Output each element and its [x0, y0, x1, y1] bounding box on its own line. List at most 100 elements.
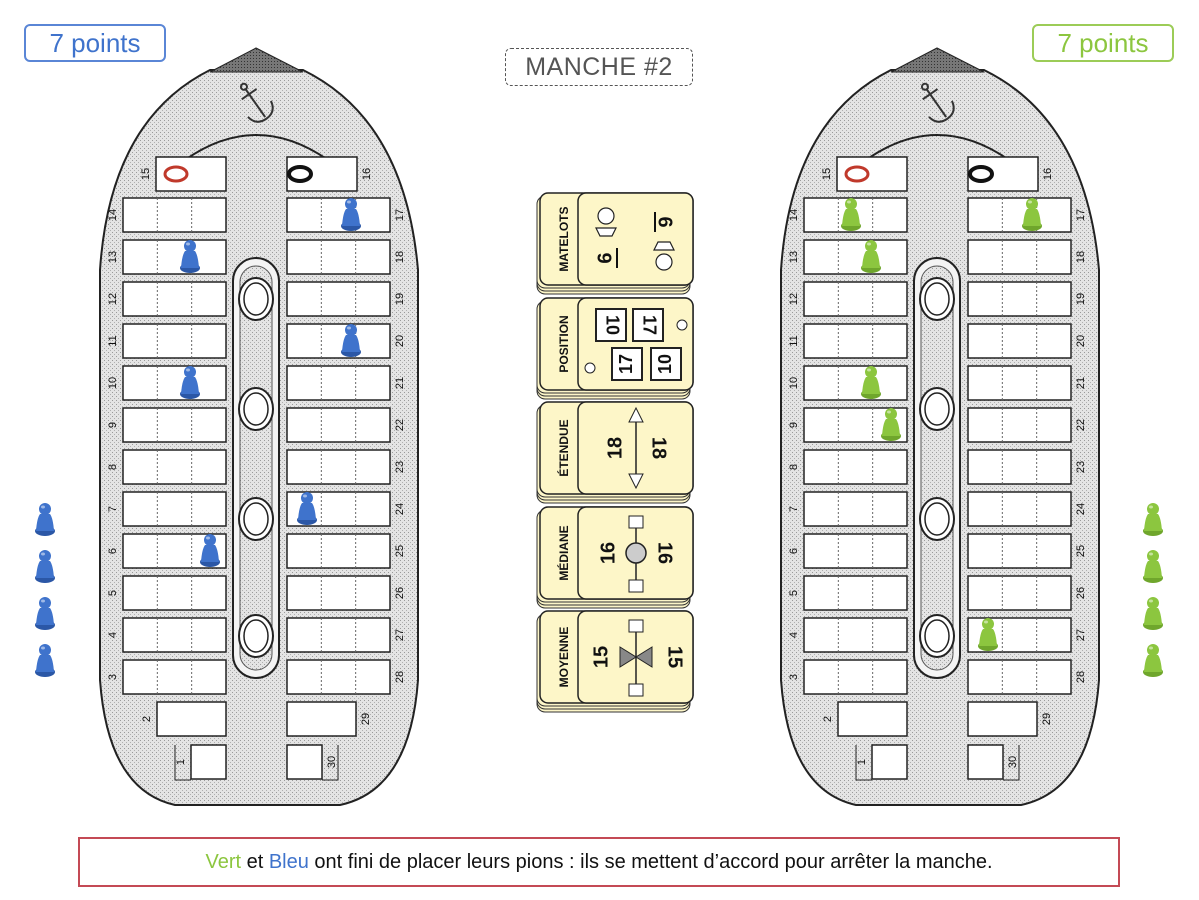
sailor-icon	[653, 241, 675, 271]
green-pawn-cabin-10	[861, 366, 881, 399]
anchor-stock	[922, 88, 939, 101]
anchor-icon	[239, 82, 274, 123]
arrow-head-up	[628, 406, 644, 423]
green-cabin-23: 23	[967, 449, 1087, 485]
pawn-body	[342, 209, 360, 226]
cabin-box	[190, 744, 227, 780]
cabin-box	[286, 365, 391, 401]
cabin-box	[122, 617, 227, 653]
green-cabin-17: 17	[967, 197, 1087, 233]
blue-pawn-cabin-6	[200, 534, 220, 567]
green-cabin-18: 18	[967, 239, 1087, 275]
pawn-shine	[347, 326, 351, 330]
green-stair-right	[1003, 745, 1020, 781]
pawn-head	[1147, 550, 1159, 562]
cabin-box	[122, 575, 227, 611]
cabin-number: 8	[107, 464, 119, 470]
pawn-body	[862, 251, 880, 268]
green-reserve-pawn	[1143, 550, 1163, 583]
green-cabin-4: 4	[788, 617, 908, 653]
cabin-number: 17	[394, 209, 406, 221]
cabin-number: 28	[394, 671, 406, 683]
cabin-box	[967, 407, 1072, 443]
cabin-box	[803, 617, 908, 653]
cabin-number: 3	[107, 674, 119, 680]
cabin-number: 1	[175, 759, 187, 765]
card-value: 18	[648, 437, 670, 459]
position-box	[611, 347, 643, 381]
cabin-box	[286, 197, 391, 233]
pawn-head	[845, 198, 857, 210]
blue-cabin-26: 26	[286, 575, 406, 611]
card-value: 17	[639, 315, 659, 335]
pawn-head	[39, 644, 51, 656]
green-pawn-cabin-9	[881, 408, 901, 441]
median-square-top	[628, 515, 644, 529]
cabin-number: 27	[394, 629, 406, 641]
cabin-box	[967, 491, 1072, 527]
pawn-head	[204, 534, 216, 546]
blue-reserve-pawn	[35, 503, 55, 536]
pawn-head	[39, 503, 51, 515]
pawn-head	[1147, 597, 1159, 609]
pawn-shine	[984, 620, 988, 624]
cabin-box	[286, 156, 358, 192]
sailor-cabin-icon	[676, 319, 688, 331]
blue-cabin-11: 11	[107, 323, 227, 359]
balance-square-bottom	[628, 683, 644, 697]
green-cabin-24: 24	[967, 491, 1087, 527]
cabin-box	[967, 449, 1072, 485]
cabin-number: 15	[821, 168, 833, 180]
balance-wedge-left	[619, 646, 637, 668]
pawn-shine	[1149, 552, 1153, 556]
pawn-body	[36, 561, 54, 578]
green-reserve-pawn	[1143, 597, 1163, 630]
blue-cabin-17: 17	[286, 197, 406, 233]
blue-cabin-7: 7	[107, 491, 227, 527]
pawn-shine	[847, 200, 851, 204]
pawn-shine	[1149, 599, 1153, 603]
pawn-body	[862, 377, 880, 394]
green-pawn-cabin-17	[1022, 198, 1042, 231]
pawn-head	[184, 366, 196, 378]
round-title: MANCHE #2	[505, 48, 693, 86]
cabin-number: 13	[107, 251, 119, 263]
message-blue-player: Bleu	[268, 850, 309, 873]
pawn-head	[982, 618, 994, 630]
cabin-box	[967, 323, 1072, 359]
green-cabin-8: 8	[788, 449, 908, 485]
cabin-number: 11	[788, 335, 800, 346]
cabin-box	[803, 365, 908, 401]
blue-pawn-cabin-17	[341, 198, 361, 231]
cabin-number: 18	[1075, 251, 1087, 263]
cabin-number: 4	[107, 632, 119, 638]
cabin-number: 4	[788, 632, 800, 638]
cabin-number: 18	[394, 251, 406, 263]
blue-hatch-ring-1	[243, 282, 269, 316]
cabin-number: 24	[394, 503, 406, 515]
green-cabin-25: 25	[967, 533, 1087, 569]
pawn-body	[1023, 209, 1041, 226]
green-cabin-15: 15	[821, 156, 908, 192]
pawn-reserves	[35, 503, 1163, 677]
blue-lifebuoy-black-icon	[287, 165, 313, 183]
pawn-body	[882, 419, 900, 436]
cabin-number: 15	[140, 168, 152, 180]
blue-cabin-16: 16	[286, 156, 373, 192]
status-message: Vert et Bleu ont fini de placer leurs pi…	[78, 837, 1120, 887]
pawn-shine	[206, 536, 210, 540]
cabin-box	[803, 659, 908, 695]
pawn-body	[36, 608, 54, 625]
pawn-shine	[1028, 200, 1032, 204]
cabin-box	[803, 575, 908, 611]
green-cabin-7: 7	[788, 491, 908, 527]
cabin-number: 7	[788, 506, 800, 512]
blue-cabin-19: 19	[286, 281, 406, 317]
cabin-number: 24	[1075, 503, 1087, 515]
blue-cabin-29: 29	[286, 701, 372, 737]
cabin-number: 8	[788, 464, 800, 470]
pawn-body	[842, 209, 860, 226]
